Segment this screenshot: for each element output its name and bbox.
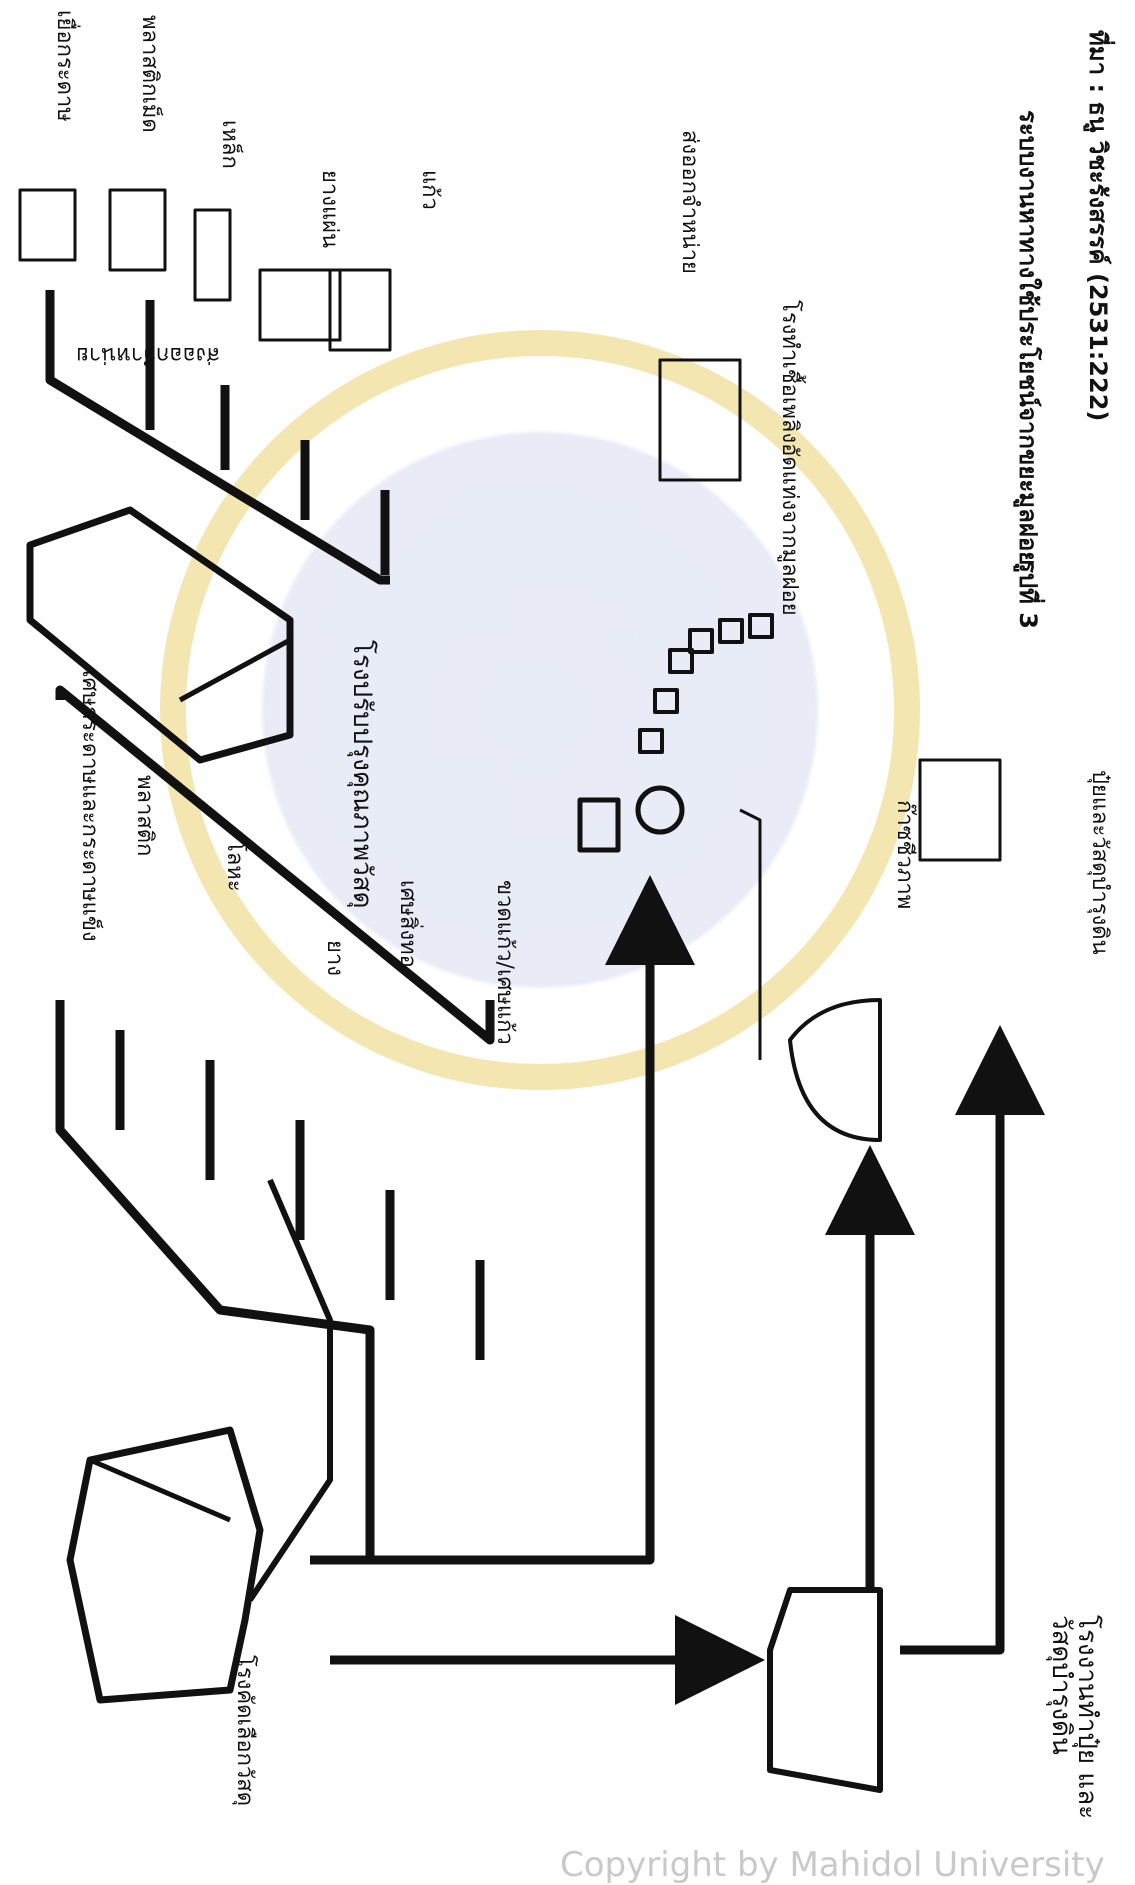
- caption-source: ที่มา : ธนู วิชะรังสรรค์ (2531:222): [1086, 30, 1110, 421]
- compost-plant-building: [770, 1590, 880, 1790]
- label-steel: เหล็ก: [218, 120, 240, 169]
- label-plastic: พลาสติก: [133, 775, 155, 856]
- refining-plant-building: [30, 510, 290, 760]
- label-export-top: ส่งออกจำหน่าย: [76, 343, 220, 365]
- label-pulp: เยื่อกระดาษ: [53, 10, 75, 122]
- label-paper-waste: เศษกระดาษและกระดาษแข็ง: [78, 670, 100, 942]
- caption-figure: รูปที่ 3: [1016, 560, 1040, 629]
- label-glass: ขวดแก้ว/เศษแก้ว: [493, 880, 515, 1045]
- caption-title: ระบบงานหาทางใช้ประโยชน์จากขยะมูลฝอย: [1016, 110, 1040, 565]
- biogas-tank: [790, 1000, 880, 1140]
- label-fabric: เศษสิ่งทอ: [396, 880, 418, 968]
- label-sorting-plant: โรงคัดเลือกวัสดุ: [233, 1655, 255, 1806]
- label-metal: โลหะ: [223, 840, 245, 892]
- label-plastic-pellets: พลาสติกเม็ด: [138, 15, 160, 133]
- label-rubber: ยาง: [323, 940, 345, 976]
- label-rubber-sheet: ยางแผ่น: [318, 170, 340, 248]
- line-to-fertilizer: [900, 1070, 1000, 1650]
- label-glass-product: แก้ว: [418, 170, 440, 210]
- label-export-fuel: ส่งออกจำหน่าย: [678, 130, 700, 274]
- label-fuel-plant: โรงทำเชื้อเพลิงอัดแท่งจากมูลฝอย: [778, 300, 800, 616]
- copyright-watermark: Copyright by Mahidol University: [560, 1845, 1105, 1885]
- label-refining-plant: โรงปรับปรุงคุณภาพวัสดุ: [349, 640, 375, 980]
- label-biogas: ก๊าซชีวภาพ: [893, 800, 915, 909]
- label-compost-plant: โรงงานทำปุ๋ย และวัสดุบำรุงดิน: [1048, 1615, 1100, 1855]
- label-fertilizer: ปุ๋ยและวัสดุบำรุงดิน: [1088, 770, 1110, 955]
- recyclables-main-line: [60, 1000, 370, 1560]
- fuel-factory-icon: [660, 360, 740, 480]
